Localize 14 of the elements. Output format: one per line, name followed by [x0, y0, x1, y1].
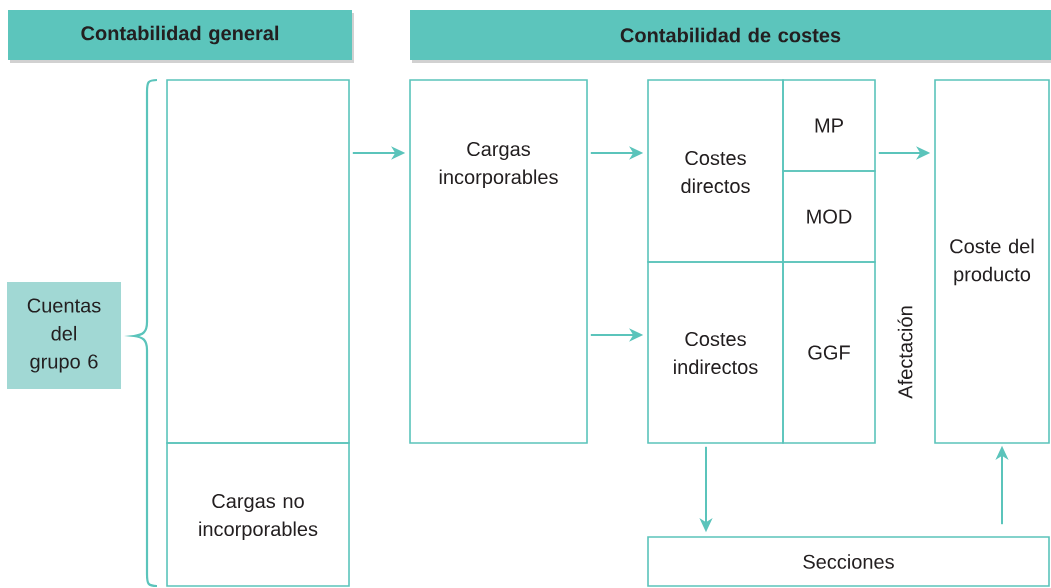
account-box — [166, 79, 350, 444]
header-bar: Contabilidad general — [8, 10, 354, 63]
account-box: GGF — [782, 261, 876, 444]
account-box: Coste del producto — [934, 79, 1050, 444]
account-box: Secciones — [647, 536, 1050, 587]
header-bar: Contabilidad de costes — [410, 10, 1051, 63]
account-box: MP — [782, 79, 876, 172]
group-label-box: Cuentas del grupo 6 — [7, 282, 121, 389]
account-box: MOD — [782, 170, 876, 263]
account-box: Costes indirectos — [647, 261, 784, 444]
account-box: Cargas incorporables — [409, 79, 588, 444]
account-box: Costes directos — [647, 79, 784, 263]
account-box: Cargas no incorporables — [166, 442, 350, 587]
vertical-label: Afectación — [897, 306, 913, 399]
